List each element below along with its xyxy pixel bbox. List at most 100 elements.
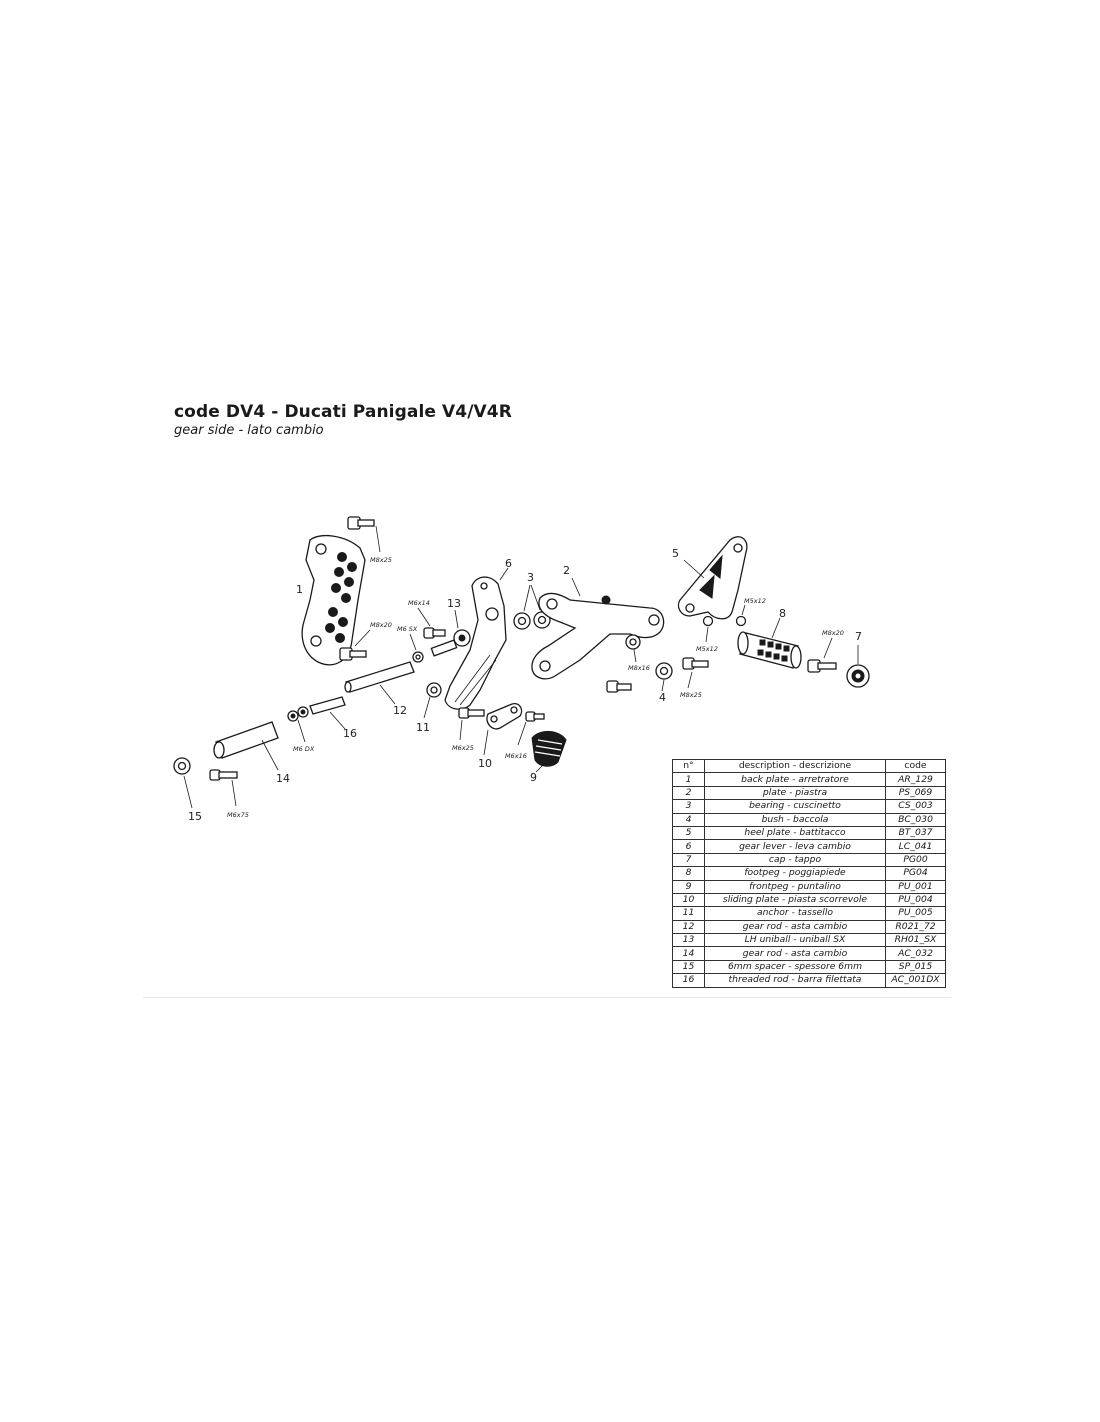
row-number: 10 [672,892,705,908]
label-9: 9 [530,771,537,784]
label-1: 1 [296,583,303,596]
gear-rod-14-drawing [213,721,279,759]
row-number: 1 [672,772,705,787]
label-10: 10 [478,757,492,770]
fastener-label-m6x75: M6x75 [227,811,249,819]
row-code: PG00 [885,852,946,868]
fastener-label-m6sx: M6 SX [397,625,418,633]
row-number: 4 [672,812,705,827]
fastener-label-m6x16: M6x16 [505,752,527,760]
row-code: LC_041 [885,839,946,854]
row-number: 9 [672,879,705,894]
label-2: 2 [563,564,570,577]
sliding-plate-10-drawing [486,703,523,730]
diagram-title: code DV4 - Ducati Panigale V4/V4R [174,402,512,422]
header-code: code [885,758,946,774]
fastener-label-m8x20-left: M8x20 [370,621,392,629]
label-7: 7 [855,630,862,643]
gear-rod-12-drawing [344,661,415,693]
label-3: 3 [527,571,534,584]
row-description: bush - baccola [704,812,886,827]
row-description: gear rod - asta cambio [704,919,886,935]
row-code: SP_015 [885,959,946,975]
row-number: 8 [672,866,705,881]
back-plate-drawing [301,534,366,666]
label-11: 11 [416,721,430,734]
frontpeg-9-drawing [531,731,567,767]
fastener-label-m5x12-top: M5x12 [744,597,766,605]
threaded-rod-16-drawing [309,696,346,715]
label-16: 16 [343,727,357,740]
divider [143,997,951,998]
row-description: LH uniball - uniball SX [704,933,886,948]
row-description: frontpeg - puntalino [704,879,886,894]
fastener-label-m5x12-low: M5x12 [696,645,718,653]
row-code: PU_005 [885,906,946,921]
row-number: 13 [672,933,705,948]
row-number: 6 [672,839,705,854]
row-code: AR_129 [885,772,946,787]
row-code: BT_037 [885,825,946,841]
row-code: PU_001 [885,879,946,894]
row-number: 3 [672,799,705,814]
row-description: threaded rod - barra filettata [704,973,886,988]
diagram-subtitle: gear side - lato cambio [174,423,324,438]
row-number: 7 [672,852,705,868]
cap-7-drawing [846,664,870,688]
row-number: 11 [672,906,705,921]
row-code: BC_030 [885,812,946,827]
fastener-label-m8x16: M8x16 [628,664,650,672]
row-number: 16 [672,973,705,988]
bolt-m8x20-left-drawing [339,647,367,661]
row-code: CS_003 [885,799,946,814]
bolt-m8x25-top-drawing [347,516,375,530]
row-number: 12 [672,919,705,935]
row-number: 2 [672,785,705,801]
row-code: R021_72 [885,919,946,935]
fastener-label-m8x20-right: M8x20 [822,629,844,637]
fastener-label-m6dx: M6 DX [293,745,315,753]
row-code: PU_004 [885,892,946,908]
row-description: back plate - arretratore [704,772,886,787]
plate-2-drawing [531,592,665,680]
gear-lever-6-drawing [444,576,507,710]
row-number: 14 [672,946,705,961]
row-code: PS_069 [885,785,946,801]
fastener-label-m6x14: M6x14 [408,599,430,607]
row-description: bearing - cuscinetto [704,799,886,814]
fastener-label-m6x25: M6x25 [452,744,474,752]
label-15: 15 [188,810,202,823]
row-description: cap - tappo [704,852,886,868]
label-4: 4 [659,691,666,704]
row-description: gear rod - asta cambio [704,946,886,961]
row-number: 5 [672,825,705,841]
uniball-13-drawing [430,629,471,657]
fastener-label-m8x25-top: M8x25 [370,556,392,564]
row-number: 15 [672,959,705,975]
row-code: RH01_SX [885,933,946,948]
row-description: 6mm spacer - spessore 6mm [704,959,886,975]
row-code: AC_032 [885,946,946,961]
label-14: 14 [276,772,290,785]
label-12: 12 [393,704,407,717]
label-13: 13 [447,597,461,610]
header-number: n° [672,758,705,774]
heel-plate-5-drawing [677,536,748,620]
footpeg-8-drawing [737,631,802,669]
row-description: sliding plate - piasta scorrevole [704,892,886,908]
table-header-row: n° description - descrizione code [672,758,946,774]
